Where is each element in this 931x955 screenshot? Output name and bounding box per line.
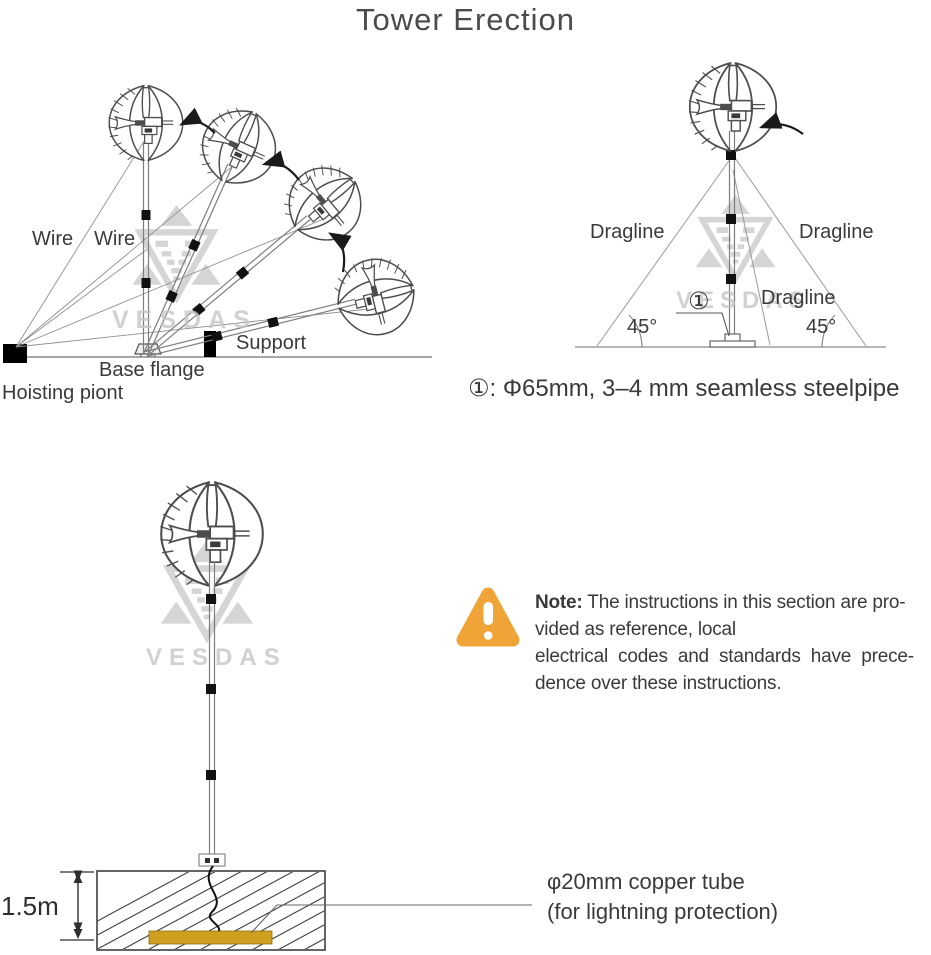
watermark-logo [696, 195, 776, 279]
pipe-ref-marker: ① [688, 288, 710, 315]
note-line-2: vided as reference, local [535, 619, 736, 640]
angle-arc-right [821, 314, 836, 348]
turbine-icon [688, 62, 778, 152]
tower-pole [206, 562, 216, 855]
tower-pole-1 [141, 143, 151, 354]
copper-tube-label-1: φ20mm copper tube [547, 869, 745, 894]
direction-arrow [758, 112, 804, 135]
hoisting-point-block [3, 344, 27, 363]
guyed-tower-diagram [575, 62, 886, 348]
tower-pole [726, 131, 736, 344]
warning-icon [456, 587, 520, 647]
watermark-text: VESDAS [146, 644, 287, 671]
pipe-ref-leader [676, 312, 730, 337]
grounding-diagram [60, 481, 532, 951]
draglines [596, 157, 867, 347]
dragline-label-center: Dragline [761, 287, 836, 309]
note-line-3: electrical codes and standards have prec… [535, 646, 914, 667]
dragline-label-left: Dragline [590, 221, 665, 243]
wire-label-1: Wire [32, 228, 74, 250]
base-flange-label: Base flange [99, 359, 205, 381]
tower-pole-2 [143, 163, 234, 356]
page-title: Tower Erection [355, 2, 576, 37]
copper-tube [148, 930, 273, 945]
erection-sequence-diagram [3, 84, 432, 363]
note-line-1-text: The instructions in this section are pro… [582, 592, 906, 613]
support-label: Support [236, 332, 307, 354]
note-label: Note: [535, 592, 583, 613]
depth-dimension [60, 870, 94, 941]
hoisting-wires [15, 137, 379, 348]
turbine-icon [188, 96, 289, 197]
copper-tube-label-2: (for lightning protection) [547, 899, 779, 924]
lift-arrows [179, 107, 352, 273]
turbine-icon [107, 84, 184, 162]
dragline-label-right: Dragline [799, 221, 874, 243]
watermark-text: VESDAS [676, 287, 811, 314]
pole-base [198, 853, 226, 867]
turbine-icon [271, 150, 379, 257]
note-block: Note: The instructions in this section a… [535, 589, 920, 697]
tower-pole-3 [144, 215, 311, 357]
depth-label: 1.5m [1, 891, 59, 921]
ground-wire [207, 865, 221, 932]
hoisting-point-label: Hoisting piont [2, 382, 124, 404]
note-line-4: dence over these instructions. [535, 673, 782, 694]
angle-label-left: 45° [627, 316, 658, 338]
watermark-text: VESDAS [112, 306, 257, 334]
copper-leader-line [250, 904, 532, 934]
base-plate [709, 333, 756, 348]
tower-pole-4 [145, 298, 357, 358]
note-line-1: Note: The instructions in this section a… [535, 589, 920, 616]
angle-label-right: 45° [806, 316, 837, 338]
wire-label-2: Wire [94, 228, 136, 250]
angle-arc-left [628, 314, 643, 348]
steelpipe-caption: ①: Φ65mm, 3–4 mm seamless steelpipe [468, 375, 900, 402]
